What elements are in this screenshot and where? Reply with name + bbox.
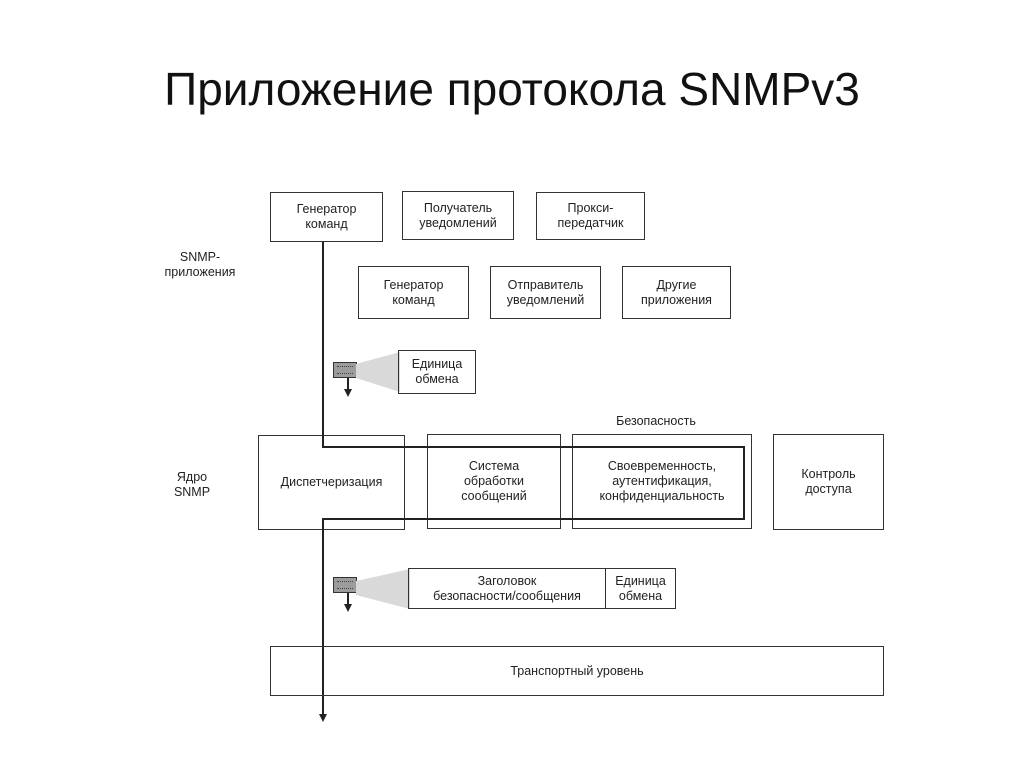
dispatcher-box: Диспетчеризация [258,435,405,530]
message-down-arrow-line [347,593,349,605]
flow-line-bottom [322,518,324,716]
notification-receiver-box: Получатель уведомлений [402,191,514,240]
notification-originator-box: Отправитель уведомлений [490,266,601,319]
message-cone-icon [356,569,410,609]
pdu-box-upper: Единица обмена [398,350,476,394]
core-band-bottom-line [323,518,745,520]
pdu-packet-icon [333,362,357,378]
access-control-box: Контроль доступа [773,434,884,530]
snmp-core-label: Ядро SNMP [173,470,211,499]
proxy-forwarder-box: Прокси- передатчик [536,192,645,240]
snmp-apps-label: SNMP- приложения [164,250,236,279]
message-down-arrow-icon [344,604,352,612]
command-generator-box: Генератор команд [270,192,383,242]
pdu-box-lower: Единица обмена [605,568,676,609]
flow-down-arrow-icon [319,714,327,722]
page-title: Приложение протокола SNMPv3 [164,63,860,115]
pdu-down-arrow-line [347,378,349,390]
security-services-box: Своевременность, аутентификация, конфиде… [572,434,752,529]
core-band-right-line [743,446,745,520]
core-band-top-line [323,446,745,448]
security-label: Безопасность [616,414,696,428]
pdu-cone-icon [356,352,400,392]
pdu-down-arrow-icon [344,389,352,397]
security-message-header-box: Заголовок безопасности/сообщения [408,568,606,609]
flow-line-top [322,242,324,448]
command-generator-box-2: Генератор команд [358,266,469,319]
message-packet-icon [333,577,357,593]
transport-layer-box: Транспортный уровень [270,646,884,696]
other-applications-box: Другие приложения [622,266,731,319]
message-processing-box: Система обработки сообщений [427,434,561,529]
